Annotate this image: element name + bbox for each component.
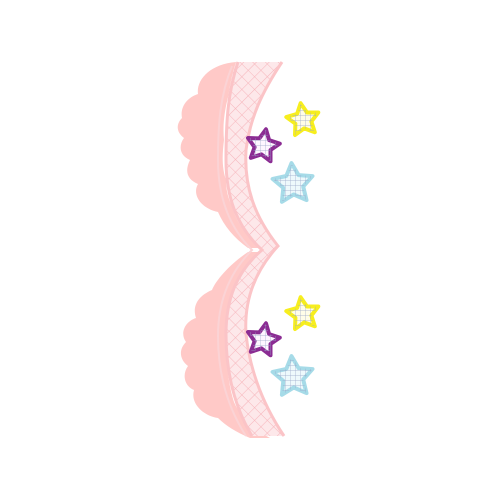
inner-outline — [216, 65, 254, 437]
lace-stripe-grid — [226, 62, 284, 436]
lace-edge-outer — [224, 61, 265, 437]
lace-stripe — [216, 61, 286, 437]
scallop-edge-top — [177, 62, 262, 248]
star-cluster — [246, 101, 321, 204]
purple-star-grid — [248, 129, 280, 162]
purple-star-grid — [248, 323, 280, 356]
light-blue-star-grid — [272, 163, 313, 202]
star-clusters — [246, 101, 321, 397]
yellow-star-grid — [286, 103, 319, 135]
yellow-star-grid — [286, 297, 319, 329]
lace-edge-inner — [244, 61, 286, 437]
light-blue-star-grid — [272, 356, 313, 395]
star-cluster — [246, 295, 321, 397]
